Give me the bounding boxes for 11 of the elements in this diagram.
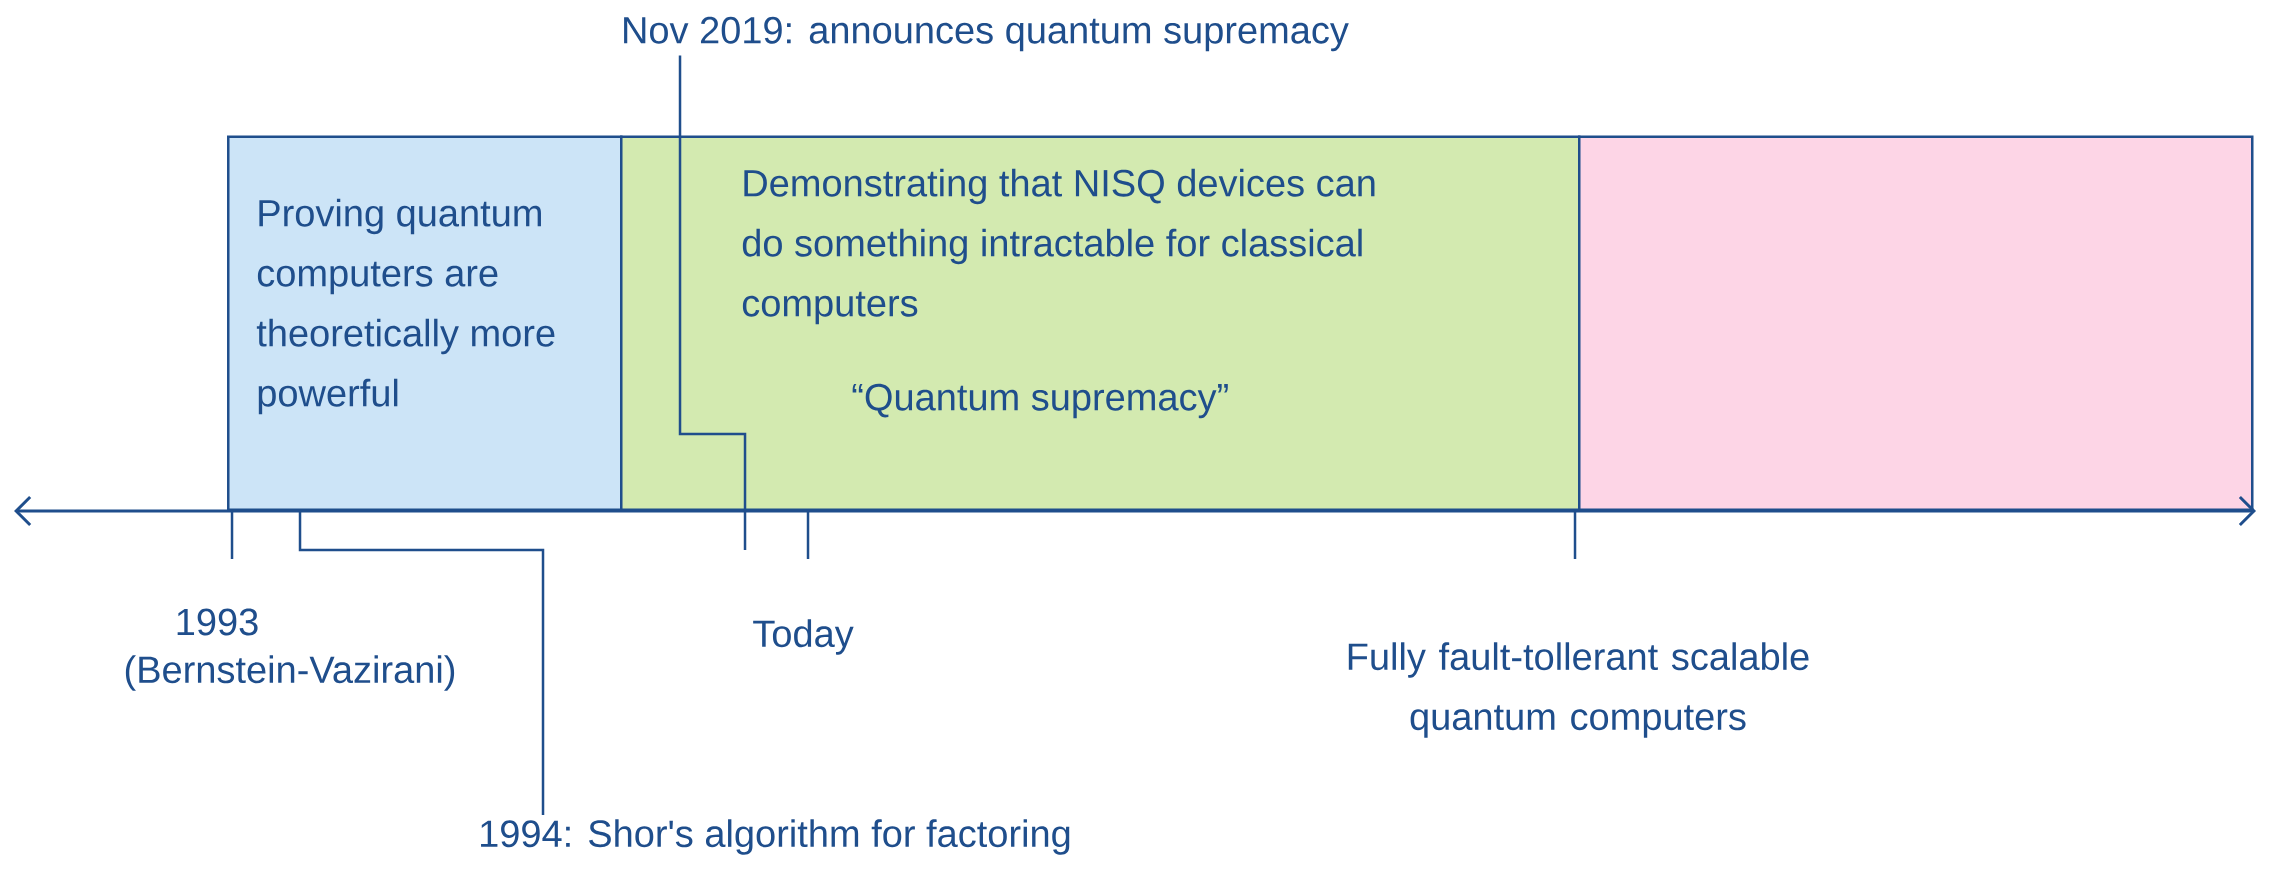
annotation-text: 1994: Shor's algorithm for factoring	[481, 819, 1070, 855]
band	[1578, 135, 2254, 511]
timeline-label: 1993	[177, 608, 258, 636]
timeline-label: Fully fault-tollerant scalable quantum computers	[1348, 642, 1809, 738]
timeline-label: (Bernstein-Vazirani)	[125, 655, 455, 691]
leader-line	[298, 511, 545, 816]
timeline-band: Proving quantum computers are theoretically more powerful	[227, 135, 623, 511]
timeline-band: Demonstrating that NISQ devices can do something intractable for classical computers “Quantum supremacy”	[620, 135, 1581, 511]
timeline-label: Today	[753, 619, 854, 655]
leader-line	[678, 55, 747, 550]
annotation-text: Nov 2019: announces quantum supremacy	[624, 16, 1349, 52]
